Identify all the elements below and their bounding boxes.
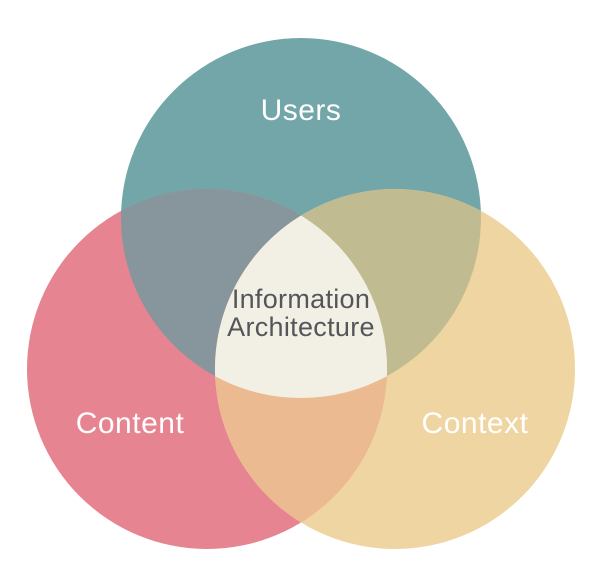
- center-region: [214, 215, 388, 399]
- center-title-line2: Architecture: [227, 312, 375, 342]
- users-label: Users: [261, 94, 342, 127]
- content-label: Content: [76, 407, 185, 440]
- center-title-line1: Information: [232, 284, 370, 314]
- context-label: Context: [422, 407, 529, 440]
